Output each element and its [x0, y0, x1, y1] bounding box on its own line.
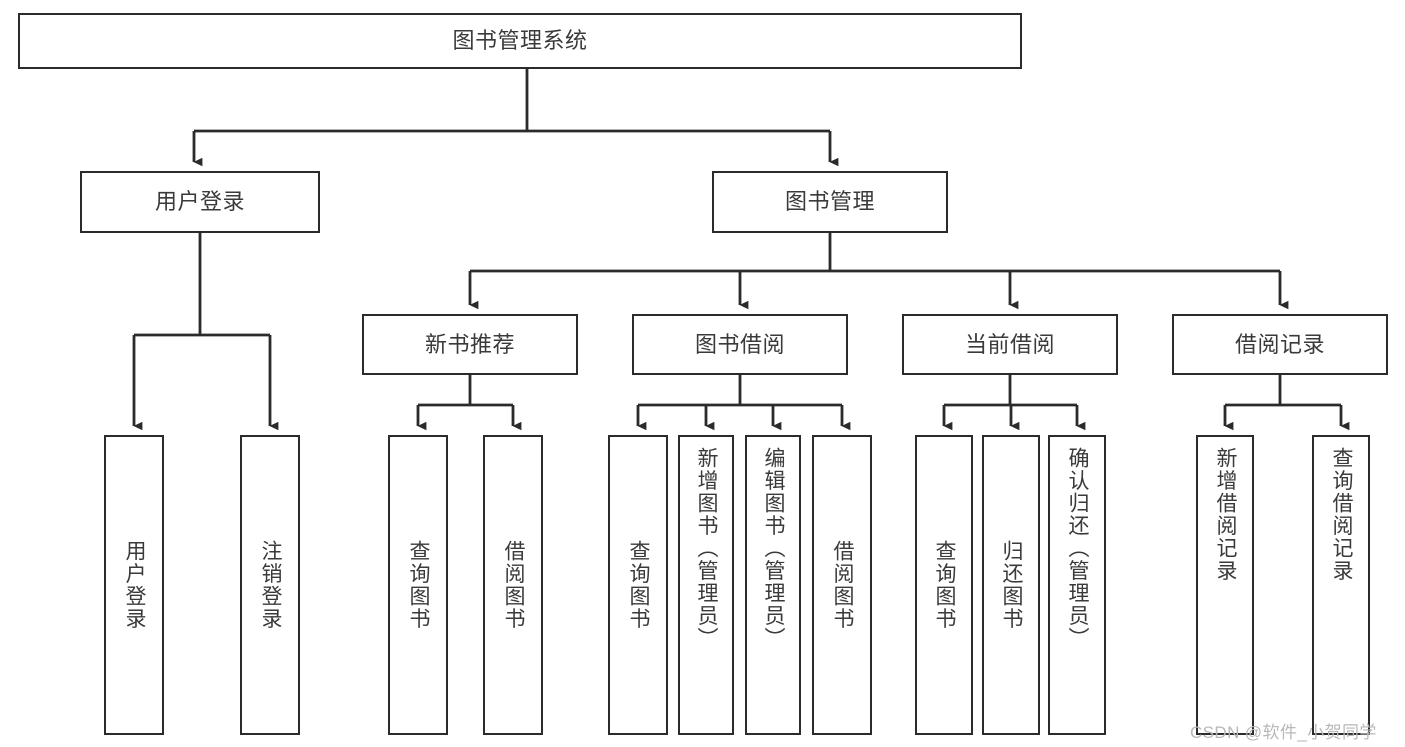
- leaf-user-login[interactable]: 用户登录: [104, 435, 164, 735]
- leaf-query-book-recommend-label: 查询图书: [407, 540, 431, 630]
- node-current-borrow[interactable]: 当前借阅: [902, 314, 1118, 375]
- node-book-borrow[interactable]: 图书借阅: [632, 314, 848, 375]
- node-new-book-recommend[interactable]: 新书推荐: [362, 314, 578, 375]
- leaf-query-book-borrow[interactable]: 查询图书: [608, 435, 668, 735]
- leaf-query-book-current[interactable]: 查询图书: [915, 435, 973, 735]
- leaf-query-book-current-label: 查询图书: [933, 540, 957, 630]
- leaf-user-login-label: 用户登录: [123, 540, 147, 630]
- leaf-logout[interactable]: 注销登录: [240, 435, 300, 735]
- node-book-borrow-label: 图书借阅: [694, 331, 785, 357]
- leaf-confirm-return-admin[interactable]: 确认归还（管理员）: [1048, 435, 1106, 735]
- node-borrow-record-label: 借阅记录: [1234, 331, 1325, 357]
- leaf-add-book-admin[interactable]: 新增图书（管理员）: [678, 435, 734, 735]
- csdn-watermark: CSDN @软件_小贺同学: [1190, 723, 1377, 742]
- node-borrow-record[interactable]: 借阅记录: [1172, 314, 1388, 375]
- node-current-borrow-label: 当前借阅: [964, 331, 1055, 357]
- node-new-book-recommend-label: 新书推荐: [424, 331, 515, 357]
- leaf-add-book-admin-label: 新增图书（管理员）: [695, 447, 719, 650]
- node-book-management[interactable]: 图书管理: [712, 171, 948, 233]
- leaf-edit-book-admin-label: 编辑图书（管理员）: [762, 447, 786, 650]
- leaf-edit-book-admin[interactable]: 编辑图书（管理员）: [745, 435, 801, 735]
- leaf-borrow-book-label: 借阅图书: [831, 540, 855, 630]
- leaf-return-book-label: 归还图书: [1000, 540, 1024, 630]
- leaf-borrow-book-recommend-label: 借阅图书: [502, 540, 526, 630]
- leaf-return-book[interactable]: 归还图书: [982, 435, 1040, 735]
- leaf-add-borrow-record-label: 新增借阅记录: [1214, 447, 1238, 582]
- leaf-query-book-recommend[interactable]: 查询图书: [388, 435, 448, 735]
- leaf-add-borrow-record[interactable]: 新增借阅记录: [1196, 435, 1254, 735]
- leaf-confirm-return-admin-label: 确认归还（管理员）: [1066, 447, 1090, 650]
- node-book-management-label: 图书管理: [784, 189, 875, 215]
- leaf-query-borrow-record-label: 查询借阅记录: [1330, 447, 1354, 582]
- leaf-query-borrow-record[interactable]: 查询借阅记录: [1312, 435, 1370, 735]
- leaf-query-book-borrow-label: 查询图书: [627, 540, 651, 630]
- node-user-login-label: 用户登录: [154, 189, 245, 215]
- node-user-login[interactable]: 用户登录: [80, 171, 320, 233]
- leaf-borrow-book-recommend[interactable]: 借阅图书: [483, 435, 543, 735]
- node-root-system[interactable]: 图书管理系统: [18, 13, 1022, 69]
- node-root-label: 图书管理系统: [452, 28, 588, 54]
- leaf-logout-label: 注销登录: [259, 540, 283, 630]
- leaf-borrow-book[interactable]: 借阅图书: [812, 435, 872, 735]
